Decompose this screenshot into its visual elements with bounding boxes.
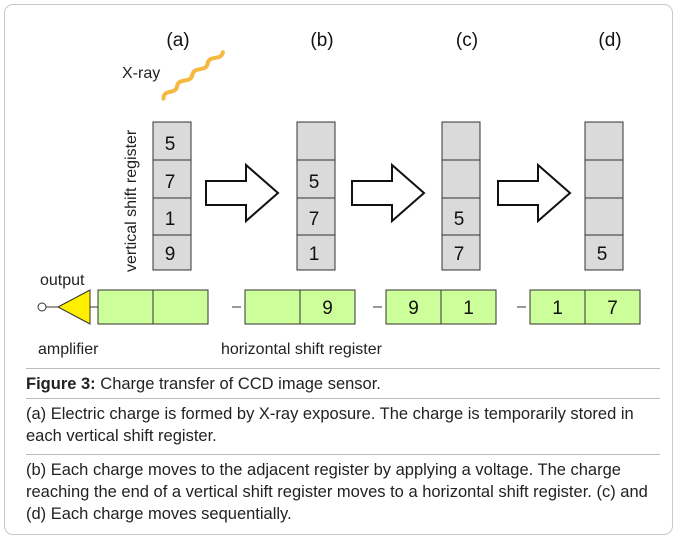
transfer-arrow — [205, 162, 280, 224]
charge-value: 1 — [165, 209, 176, 230]
charge-value: 1 — [552, 298, 563, 319]
vertical-register-cell — [152, 197, 192, 236]
charge-value: 9 — [408, 298, 419, 319]
vertical-register-cell — [584, 159, 624, 199]
charge-value: 7 — [165, 172, 176, 193]
output-label: output — [40, 272, 85, 289]
horizontal-register-cell — [152, 289, 209, 325]
caption-divider — [26, 368, 660, 369]
figure-frame — [4, 4, 673, 535]
charge-value: 7 — [454, 244, 465, 265]
vertical-register-cell — [441, 234, 481, 271]
transfer-arrow — [351, 162, 426, 224]
charge-value: 5 — [597, 244, 608, 265]
horizontal-register-cell — [440, 289, 497, 325]
vertical-register-cell — [441, 121, 481, 161]
charge-value: 5 — [309, 172, 320, 193]
amplifier-triangle — [56, 289, 91, 325]
figure-caption-title: Figure 3: Charge transfer of CCD image s… — [26, 373, 662, 395]
transfer-arrow — [497, 162, 572, 224]
vertical-register-cell — [152, 121, 192, 161]
vertical-register-cell — [296, 121, 336, 161]
amplifier-label: amplifier — [38, 341, 99, 358]
vertical-register-cell — [584, 197, 624, 236]
vertical-register-cell — [584, 234, 624, 271]
vertical-register-cell — [584, 121, 624, 161]
vertical-register-label: vertical shift register — [123, 129, 140, 272]
charge-value: 7 — [607, 298, 618, 319]
caption-divider — [26, 454, 660, 455]
horizontal-register-cell — [584, 289, 641, 325]
charge-value: 5 — [454, 209, 465, 230]
xray-wave — [161, 50, 225, 101]
figure-number: Figure 3: — [26, 375, 96, 393]
charge-value: 1 — [463, 298, 474, 319]
charge-value: 9 — [165, 244, 176, 265]
panel-label: (b) — [310, 30, 333, 51]
panel-label: (d) — [598, 30, 621, 51]
vertical-register-cell — [296, 159, 336, 199]
xray-label: X-ray — [122, 65, 160, 82]
vertical-register-cell — [152, 234, 192, 271]
vertical-register-cell — [441, 159, 481, 199]
charge-value: 9 — [322, 298, 333, 319]
output-terminal — [37, 302, 47, 312]
horizontal-register-cell — [97, 289, 154, 325]
charge-value: 7 — [309, 209, 320, 230]
horizontal-register-label: horizontal shift register — [221, 341, 383, 358]
charge-value: 1 — [309, 244, 320, 265]
figure-title: Charge transfer of CCD image sensor. — [95, 375, 381, 393]
vertical-register-cell — [441, 197, 481, 236]
panel-label: (c) — [456, 30, 478, 51]
caption-paragraph-b: (b) Each charge moves to the adjacent re… — [26, 461, 648, 523]
panel-label: (a) — [166, 30, 189, 51]
caption-divider — [26, 398, 660, 399]
caption-paragraph-a: (a) Electric charge is formed by X-ray e… — [26, 405, 634, 445]
charge-value: 5 — [165, 134, 176, 155]
horizontal-register-cell — [529, 289, 586, 325]
horizontal-register-cell — [244, 289, 301, 325]
vertical-register-cell — [296, 234, 336, 271]
horizontal-register-cell — [299, 289, 356, 325]
ccd-diagram: (a) 5 7 1 9 (b) 5 7 1 9 (c) 5 7 9 1 (d) 5 1 7 X-ray vertical… — [37, 30, 641, 358]
